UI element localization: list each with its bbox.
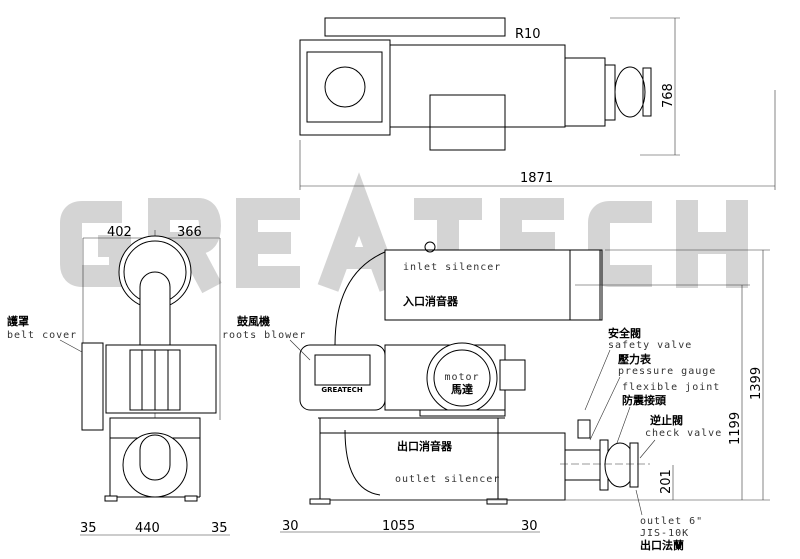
inlet-silencer-label-en: inlet silencer xyxy=(403,262,501,273)
dim-1399: 1399 xyxy=(749,367,764,400)
top-view: 1871 768 R10 xyxy=(299,17,776,190)
blower-brand: GREATECH xyxy=(321,386,362,394)
watermark xyxy=(60,172,748,294)
outlet-silencer-label-en: outlet silencer xyxy=(395,474,500,485)
motor-label-en: motor xyxy=(444,372,479,383)
inlet-silencer-label-zh: 入口消音器 xyxy=(403,294,459,308)
flexible-joint-label-zh: 防震接頭 xyxy=(622,393,667,407)
check-valve-label-en: check valve xyxy=(645,428,722,439)
radius-label: R10 xyxy=(515,27,541,42)
dim-30-right: 30 xyxy=(521,519,538,534)
dim-440: 440 xyxy=(135,521,160,536)
outlet-silencer-label-zh: 出口消音器 xyxy=(397,439,453,453)
dim-35-right: 35 xyxy=(211,521,228,536)
belt-cover-label-en: belt cover xyxy=(7,330,77,341)
dim-width: 768 xyxy=(661,83,676,108)
flexible-joint-label-en: flexible joint xyxy=(622,382,720,393)
pressure-gauge-label-en: pressure gauge xyxy=(618,366,716,377)
outlet-label-zh: 出口法蘭 xyxy=(640,538,684,552)
dim-1199: 1199 xyxy=(728,412,743,445)
outlet-std-label: JIS-10K xyxy=(640,528,689,539)
front-view: inlet silencer 入口消音器 GREATECH motor 馬達 出… xyxy=(222,241,770,552)
safety-valve-label-en: safety valve xyxy=(608,340,692,351)
motor-label-zh: 馬達 xyxy=(451,382,473,396)
dim-402: 402 xyxy=(107,225,132,240)
dim-35-left: 35 xyxy=(80,521,97,536)
side-view: 402 366 35 440 35 護罩 belt cover xyxy=(7,225,230,536)
roots-blower-label-en: roots blower xyxy=(222,330,306,341)
pressure-gauge-label-zh: 壓力表 xyxy=(618,352,652,366)
safety-valve-label-zh: 安全閥 xyxy=(608,326,641,340)
outlet-label-en: outlet 6" xyxy=(640,516,703,527)
dim-30-left: 30 xyxy=(282,519,299,534)
dim-1055: 1055 xyxy=(382,519,415,534)
check-valve-label-zh: 逆止閥 xyxy=(650,413,683,427)
belt-cover-label-zh: 護罩 xyxy=(7,314,29,328)
dim-366: 366 xyxy=(177,225,202,240)
roots-blower-label-zh: 鼓風機 xyxy=(237,314,270,328)
dim-201: 201 xyxy=(659,469,674,494)
dim-length: 1871 xyxy=(520,171,553,186)
